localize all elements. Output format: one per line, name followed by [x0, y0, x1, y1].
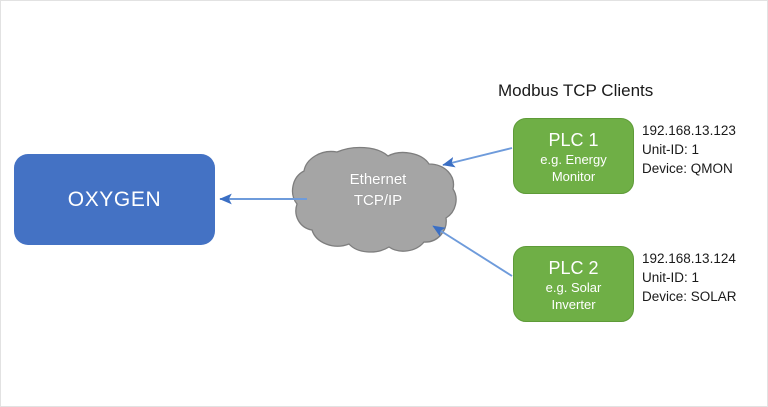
arrow-plc2-to-cloud	[432, 225, 513, 277]
plc1-ip: 192.168.13.123	[642, 123, 736, 138]
plc1-title: PLC 1	[548, 130, 599, 150]
plc2-unit-id: Unit-ID: 1	[642, 270, 700, 285]
plc1-role-line1: e.g. Energy	[540, 152, 607, 167]
modbus-clients-title: Modbus TCP Clients	[498, 81, 654, 100]
ethernet-cloud-shape	[291, 146, 457, 253]
oxygen-server-node[interactable]: OXYGEN	[14, 154, 215, 245]
plc1-role-line2: Monitor	[551, 169, 596, 184]
plc2-ip: 192.168.13.124	[642, 251, 736, 266]
plc2-role-line2: Inverter	[551, 297, 596, 312]
cloud-label-line1: Ethernet	[349, 171, 407, 188]
plc2-role-line1: e.g. Solar	[545, 280, 602, 295]
plc2-title: PLC 2	[548, 258, 599, 278]
oxygen-label: OXYGEN	[67, 187, 162, 211]
plc1-info-block: 192.168.13.123 Unit-ID: 1 Device: QMON	[642, 121, 736, 178]
arrow-plc1-to-cloud	[442, 147, 513, 168]
plc1-device: Device: QMON	[642, 161, 733, 176]
plc2-node[interactable]: PLC 2 e.g. Solar Inverter	[513, 246, 634, 322]
cloud-label-line2: TCP/IP	[353, 192, 403, 209]
plc2-info-block: 192.168.13.124 Unit-ID: 1 Device: SOLAR	[642, 249, 737, 306]
ethernet-cloud-label: Ethernet TCP/IP	[301, 169, 455, 211]
plc1-node[interactable]: PLC 1 e.g. Energy Monitor	[513, 118, 634, 194]
plc1-unit-id: Unit-ID: 1	[642, 142, 700, 157]
plc2-device: Device: SOLAR	[642, 289, 737, 304]
